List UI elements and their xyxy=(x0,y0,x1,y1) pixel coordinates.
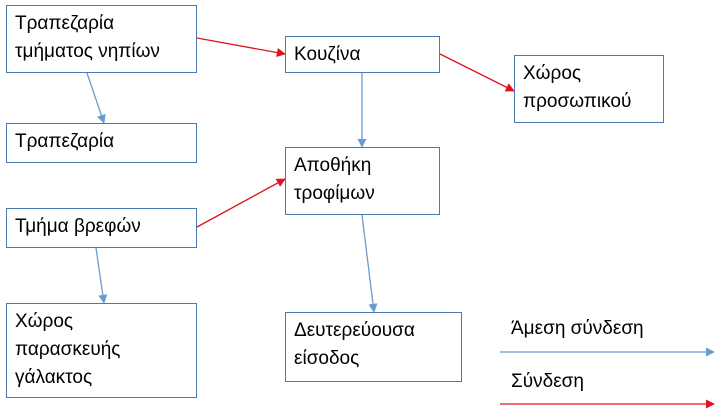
edge-food-storage-to-secondary-entrance xyxy=(361,214,378,313)
edge-baby-section-to-milk-prep xyxy=(95,247,108,304)
node-secondary-entrance: Δευτερεύουσα είσοδος xyxy=(285,312,462,382)
edge-dining-infants-to-dining xyxy=(86,72,106,124)
node-staff-room: Χώρος προσωπικού xyxy=(514,55,664,123)
node-milk-prep: Χώρος παρασκευής γάλακτος xyxy=(6,303,197,398)
node-kitchen: Κουζίνα xyxy=(285,36,440,73)
node-dining-infants: Τραπεζαρία τμήματος νηπίων xyxy=(6,5,197,73)
legend-label-connection: Σύνδεση xyxy=(511,371,584,392)
edge-baby-section-to-food-storage xyxy=(196,178,286,228)
node-dining: Τραπεζαρία xyxy=(6,123,197,163)
legend-label-direct-connection: Άμεση σύνδεση xyxy=(511,318,644,339)
node-baby-section: Τμήμα βρεφών xyxy=(6,208,197,248)
node-food-storage: Αποθήκη τροφίμων xyxy=(285,147,440,215)
edge-dining-infants-to-kitchen xyxy=(196,37,286,58)
edge-kitchen-to-staff-room xyxy=(439,53,515,92)
